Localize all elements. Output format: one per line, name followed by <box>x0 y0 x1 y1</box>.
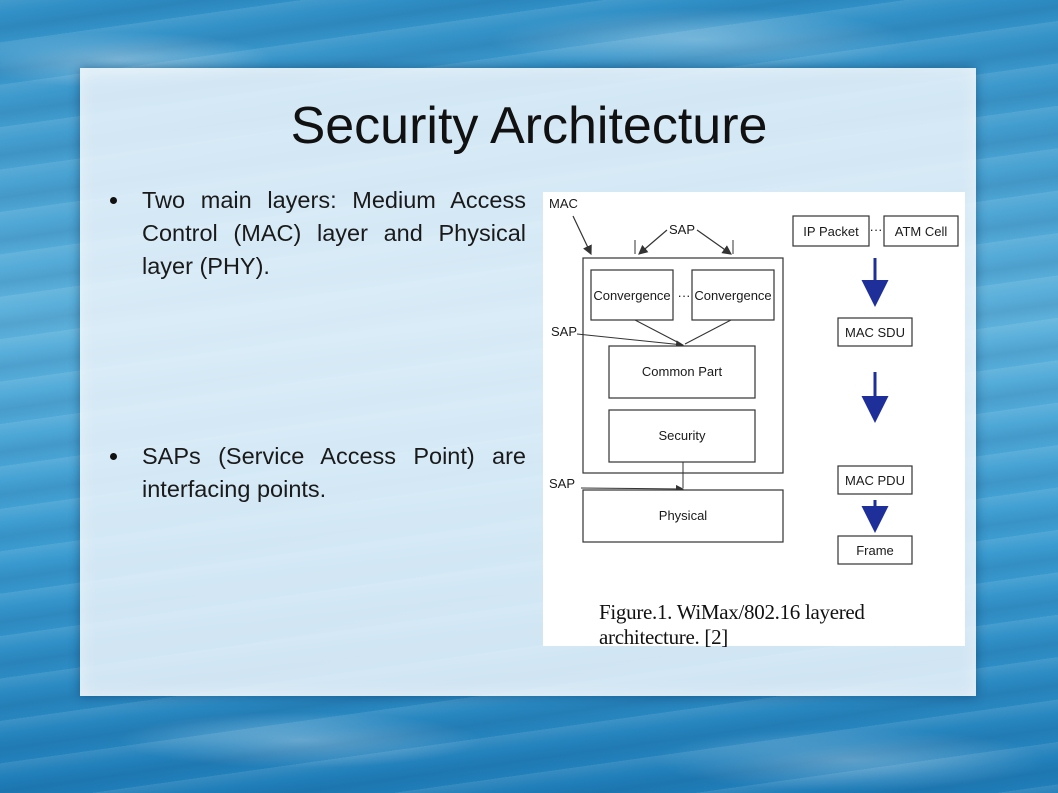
mac-sdu-box <box>837 317 913 347</box>
bullet-item: SAPs (Service Access Point) are interfac… <box>104 440 526 506</box>
packet-dots: ··· <box>870 222 883 237</box>
convergence-label-2: Convergence <box>694 288 771 303</box>
atm-cell-label: ATM Cell <box>895 224 948 239</box>
mac-label: MAC <box>549 196 578 211</box>
bullet-list: Two main layers: Medium Access Control (… <box>104 184 526 506</box>
frame-label: Frame <box>856 543 894 558</box>
architecture-diagram: MAC SAP Convergence ··· Convergence SAP … <box>549 196 959 565</box>
security-box <box>608 409 756 463</box>
bullet-text: SAPs (Service Access Point) are interfac… <box>142 443 526 502</box>
architecture-figure: MAC SAP Convergence ··· Convergence SAP … <box>543 192 965 649</box>
bullet-text: Two main layers: Medium Access Control (… <box>142 187 526 279</box>
sap-top-label: SAP <box>669 222 695 237</box>
mac-pdu-label: MAC PDU <box>845 473 905 488</box>
common-part-box <box>608 345 756 399</box>
atm-cell-box <box>883 215 959 247</box>
physical-label: Physical <box>659 508 708 523</box>
sap-mid-label: SAP <box>551 324 577 339</box>
ip-packet-label: IP Packet <box>803 224 859 239</box>
mac-arrow <box>572 215 592 256</box>
physical-box <box>582 489 784 543</box>
convergence-label-1: Convergence <box>593 288 670 303</box>
convergence-box-2 <box>691 269 775 321</box>
ip-packet-box <box>792 215 870 247</box>
mac-sdu-label: MAC SDU <box>845 325 905 340</box>
common-part-label: Common Part <box>642 364 723 379</box>
sap-arrow-right <box>696 229 732 255</box>
sap-bottom-arrow <box>580 484 684 493</box>
figure-caption: Figure.1. WiMax/802.16 layered architect… <box>599 600 865 649</box>
bullet-dot-icon <box>110 197 117 204</box>
frame-box <box>837 535 913 565</box>
bullet-dot-icon <box>110 453 117 460</box>
sap-bottom-label: SAP <box>549 476 575 491</box>
mac-pdu-box <box>837 465 913 495</box>
security-label: Security <box>659 428 706 443</box>
merge-line-right <box>684 319 732 345</box>
convergence-box-1 <box>590 269 674 321</box>
slide-title: Security Architecture <box>290 97 768 155</box>
merge-line-left <box>634 319 682 345</box>
convergence-dots: ··· <box>678 288 691 303</box>
bullet-item: Two main layers: Medium Access Control (… <box>104 184 526 283</box>
sap-mid-arrow <box>576 333 684 349</box>
sap-arrow-left <box>638 229 668 255</box>
